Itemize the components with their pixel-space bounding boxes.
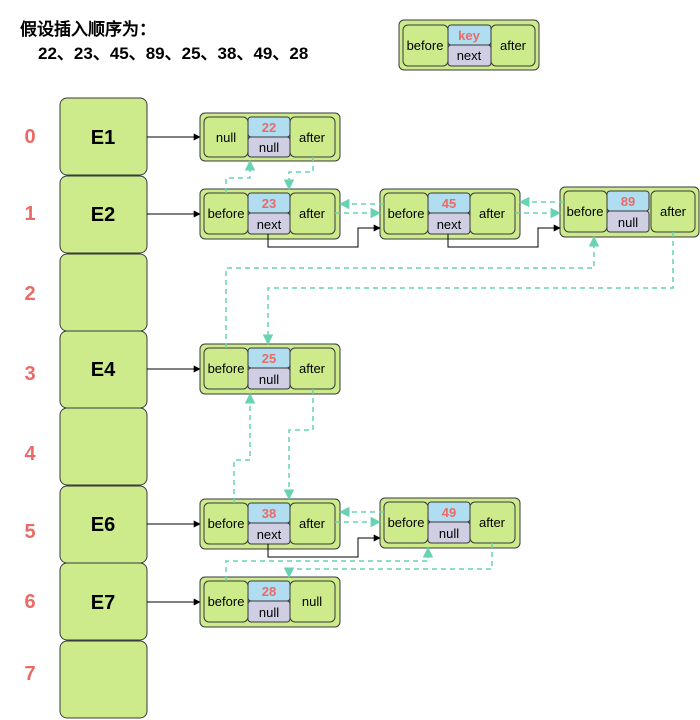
- node-after: after: [299, 516, 326, 531]
- node-38: before 38 next after: [199, 498, 341, 550]
- node-key: 22: [262, 120, 276, 135]
- node-89: before 89 null after: [559, 186, 700, 238]
- node-next: next: [437, 217, 462, 232]
- node-after: after: [479, 515, 506, 530]
- before-link: [225, 546, 434, 581]
- node-before: before: [208, 206, 245, 221]
- bucket-array: E1 E2 E4 E6 E7: [59, 97, 148, 719]
- bucket-label: E6: [91, 514, 115, 536]
- legend-key: key: [458, 28, 480, 43]
- node-key: 23: [262, 196, 276, 211]
- bucket-cell: [59, 640, 148, 719]
- node-after: after: [299, 361, 326, 376]
- legend-before: before: [407, 38, 444, 53]
- next-link: [267, 224, 381, 248]
- node-key: 89: [621, 194, 635, 209]
- after-link: [283, 157, 314, 191]
- node-key: 38: [262, 506, 276, 521]
- after-link: [283, 389, 314, 501]
- node-next: next: [257, 217, 282, 232]
- node-before: before: [208, 594, 245, 609]
- next-links: [267, 224, 561, 558]
- bucket-index: 5: [24, 521, 35, 543]
- node-28: before 28 null null: [199, 576, 341, 628]
- bucket-index: 1: [24, 203, 35, 225]
- bucket-index: 0: [24, 126, 35, 148]
- node-next: null: [439, 526, 459, 541]
- node-before: before: [208, 516, 245, 531]
- before-link: [233, 392, 256, 503]
- node-before: before: [388, 515, 425, 530]
- node-next: null: [618, 215, 638, 230]
- node-next: null: [259, 605, 279, 620]
- bucket-cell: [59, 407, 148, 486]
- bucket-index: 2: [24, 283, 35, 305]
- node-next: null: [259, 372, 279, 387]
- bucket-label: E7: [91, 592, 115, 614]
- bucket-arrows: [147, 133, 201, 606]
- insertion-sequence: 22、23、45、89、25、38、49、28: [38, 44, 308, 63]
- node-key: 49: [442, 505, 456, 520]
- bucket-label: E4: [91, 359, 116, 381]
- after-link: [283, 543, 493, 579]
- node-before: before: [567, 204, 604, 219]
- node-after: null: [302, 594, 322, 609]
- bucket-index: 4: [24, 443, 36, 465]
- next-link: [447, 224, 561, 248]
- node-after: after: [299, 206, 326, 221]
- legend-next: next: [457, 48, 482, 63]
- node-45: before 45 next after: [379, 188, 521, 240]
- bucket-index: 7: [24, 663, 35, 685]
- node-key: 25: [262, 351, 276, 366]
- legend-after: after: [500, 38, 527, 53]
- node-before: null: [216, 130, 236, 145]
- before-link: [225, 235, 600, 348]
- node-next: null: [259, 140, 279, 155]
- bucket-label: E2: [91, 204, 115, 226]
- bucket-index: 3: [24, 363, 35, 385]
- node-before: before: [208, 361, 245, 376]
- node-49: before 49 null after: [379, 497, 521, 549]
- after-link: [262, 232, 674, 346]
- bucket-indices: 0 1 2 3 4 5 6 7: [24, 126, 36, 685]
- node-after: after: [479, 206, 506, 221]
- node-next: next: [257, 527, 282, 542]
- bucket-index: 6: [24, 591, 35, 613]
- bucket-cell: [59, 253, 148, 332]
- legend-node: before key next after: [398, 19, 540, 71]
- next-link: [267, 534, 381, 558]
- node-after: after: [660, 204, 687, 219]
- node-key: 28: [262, 584, 276, 599]
- node-25: before 25 null after: [199, 343, 341, 395]
- insertion-order-title: 假设插入顺序为：: [20, 19, 156, 40]
- bucket-label: E1: [91, 127, 115, 149]
- node-before: before: [388, 206, 425, 221]
- node-23: before 23 next after: [199, 188, 341, 240]
- node-key: 45: [442, 196, 456, 211]
- order-links: [225, 157, 674, 581]
- node-after: after: [299, 130, 326, 145]
- node-22: null 22 null after: [199, 112, 341, 162]
- before-link: [225, 159, 256, 193]
